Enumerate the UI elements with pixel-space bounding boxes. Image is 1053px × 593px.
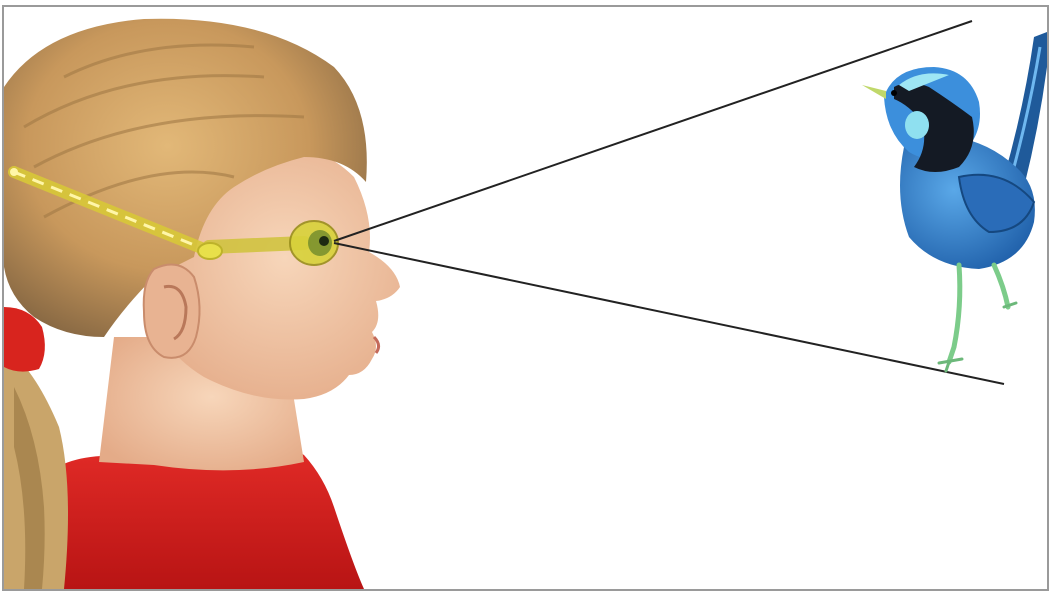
bird-eye: [891, 90, 897, 96]
sight-line-upper: [334, 21, 972, 241]
vision-diagram: [4, 7, 1047, 589]
visual-cortex-point: [10, 168, 18, 176]
figure-frame: [2, 5, 1049, 591]
bird-leg-left: [949, 265, 960, 362]
red-shirt: [44, 453, 364, 589]
bird-cheek: [905, 111, 929, 139]
lateral-geniculate-nucleus: [198, 243, 222, 259]
bird-beak: [862, 85, 886, 99]
bird-figure: [862, 32, 1047, 371]
ear: [144, 265, 200, 358]
bird-leg-right: [994, 265, 1008, 307]
child-figure: [4, 19, 400, 589]
eye-icon: [290, 221, 338, 265]
sight-line-lower: [334, 243, 1004, 384]
bird-foot: [939, 303, 1016, 371]
